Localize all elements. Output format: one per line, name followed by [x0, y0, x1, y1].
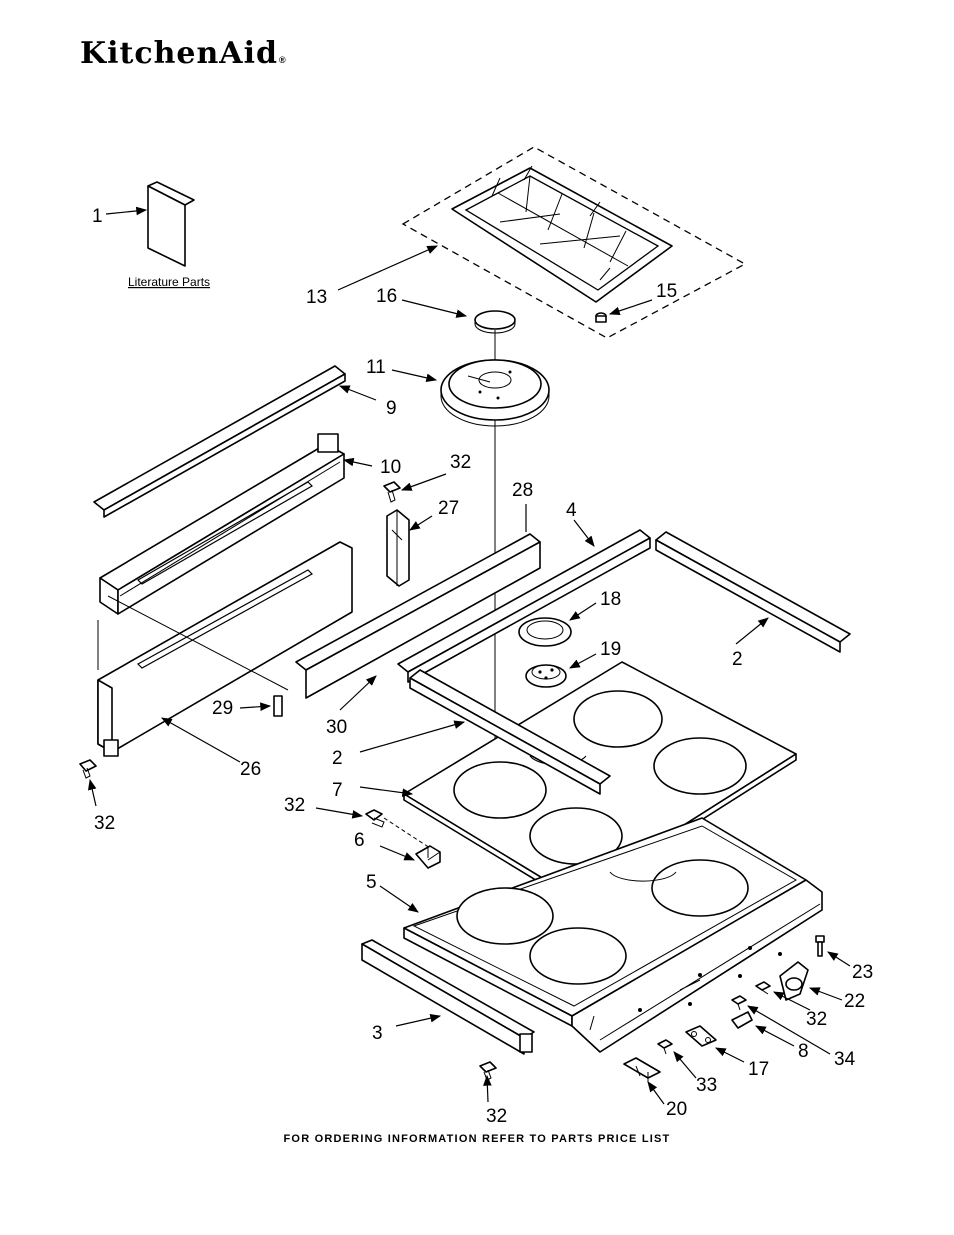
thermostat-disc: [779, 961, 809, 1001]
screw-clip: [365, 809, 385, 828]
callout-32-clip: 32: [284, 795, 305, 816]
callout-29: 29: [212, 698, 233, 719]
callout-27: 27: [438, 498, 459, 519]
callout-30: 30: [326, 717, 347, 738]
callout-3: 3: [372, 1023, 383, 1044]
screw-thermostat: [755, 981, 771, 995]
small-bracket: [731, 1011, 753, 1029]
callout-15: 15: [656, 281, 677, 302]
grate-foot: [595, 312, 607, 323]
callout-32-right: 32: [806, 1009, 827, 1030]
wire-clamp: [685, 1025, 717, 1047]
trademark-symbol: ®: [278, 55, 287, 65]
screw-panel: [383, 481, 401, 503]
callout-8: 8: [798, 1041, 809, 1062]
screw-support: [657, 1039, 673, 1055]
callout-6: 6: [354, 830, 365, 851]
mounting-screw: [815, 935, 825, 957]
callout-23: 23: [852, 962, 873, 983]
callout-11: 11: [366, 357, 386, 378]
screw-left: [79, 759, 97, 779]
callout-17: 17: [748, 1059, 769, 1080]
callout-18: 18: [600, 589, 621, 610]
front-trim-rail: [361, 939, 535, 1055]
trim-strip: [295, 533, 541, 699]
callout-32-bottom: 32: [486, 1106, 507, 1127]
callout-2-right: 2: [732, 649, 743, 670]
callout-33: 33: [696, 1075, 717, 1096]
callout-2-front: 2: [332, 748, 343, 769]
terminal-bracket: [623, 1057, 661, 1082]
callout-1: 1: [92, 206, 103, 227]
mounting-bracket: [386, 509, 410, 587]
callout-10: 10: [380, 457, 401, 478]
burner-cap: [474, 310, 516, 334]
burner-ring: [518, 617, 572, 647]
callout-32-left: 32: [94, 813, 115, 834]
rear-side-rail: [397, 529, 651, 683]
callout-5: 5: [366, 872, 377, 893]
brand-name: KitchenAid: [80, 36, 278, 71]
callout-9: 9: [386, 398, 397, 419]
ordering-note: FOR ORDERING INFORMATION REFER TO PARTS …: [283, 1133, 671, 1145]
front-panel: [97, 481, 353, 757]
callout-26: 26: [240, 759, 261, 780]
callout-4: 4: [566, 500, 577, 521]
burner-grate: [401, 146, 747, 339]
brand-logo: KitchenAid®: [80, 36, 287, 78]
burner-base: [440, 359, 550, 427]
callout-22: 22: [844, 991, 865, 1012]
screw-bottom: [479, 1061, 497, 1081]
burner-head: [525, 664, 567, 688]
callout-7: 7: [332, 780, 343, 801]
callout-16: 16: [376, 286, 397, 307]
callout-13: 13: [306, 287, 327, 308]
top-rail-trim: [93, 365, 346, 518]
callout-19: 19: [600, 639, 621, 660]
callout-34: 34: [834, 1049, 856, 1070]
callout-32-top: 32: [450, 452, 471, 473]
side-bar-front: [409, 669, 611, 795]
callout-28: 28: [512, 480, 533, 501]
screw-bracket: [731, 995, 747, 1011]
side-bar-right: [655, 531, 851, 653]
literature-booklet: [147, 181, 195, 267]
literature-parts-label: Literature Parts: [128, 275, 210, 289]
small-spacer: [273, 695, 283, 717]
hold-down-clip: [383, 817, 441, 869]
main-cooktop: [403, 817, 823, 1053]
callout-20: 20: [666, 1099, 687, 1120]
